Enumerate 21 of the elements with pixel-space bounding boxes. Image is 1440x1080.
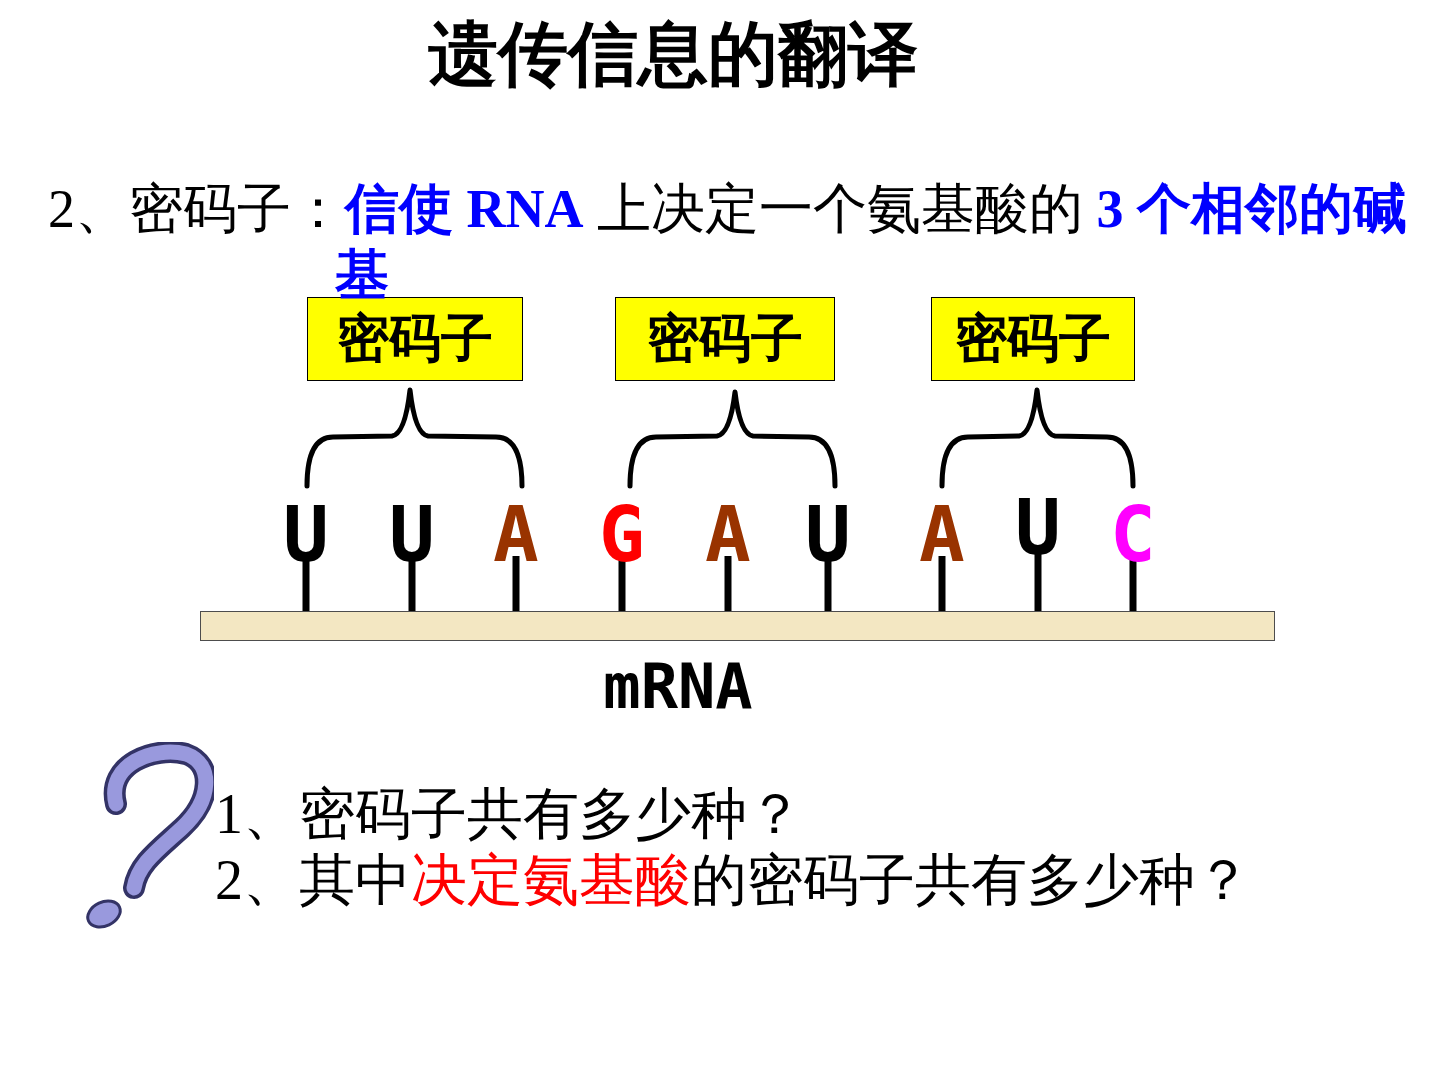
codon-label: 密码子	[337, 313, 493, 365]
mrna-strand-bar	[200, 611, 1275, 641]
base-letter: A	[493, 497, 539, 573]
base-letter: U	[389, 497, 435, 573]
base-letter: A	[919, 497, 965, 573]
definition-text: 2、密码子：信使 RNA 上决定一个氨基酸的 3 个相邻的碱基	[48, 178, 1408, 307]
question-text: 1、密码子共有多少种？	[215, 782, 803, 846]
base-letter: A	[705, 497, 751, 573]
base-letter: U	[283, 497, 329, 573]
base-letter: C	[1110, 497, 1156, 573]
codon-box	[931, 297, 1135, 381]
base-letter: G	[599, 497, 645, 573]
strand-caption: mRNA	[602, 656, 754, 718]
base-letter: U	[805, 497, 851, 573]
codon-box	[307, 297, 523, 381]
base-letter: U	[1015, 490, 1061, 566]
question-text: 2、其中决定氨基酸的密码子共有多少种？	[215, 848, 1251, 912]
codon-label: 密码子	[955, 313, 1111, 365]
codon-label: 密码子	[647, 313, 803, 365]
codon-box	[615, 297, 835, 381]
title: 遗传信息的翻译	[428, 20, 918, 90]
